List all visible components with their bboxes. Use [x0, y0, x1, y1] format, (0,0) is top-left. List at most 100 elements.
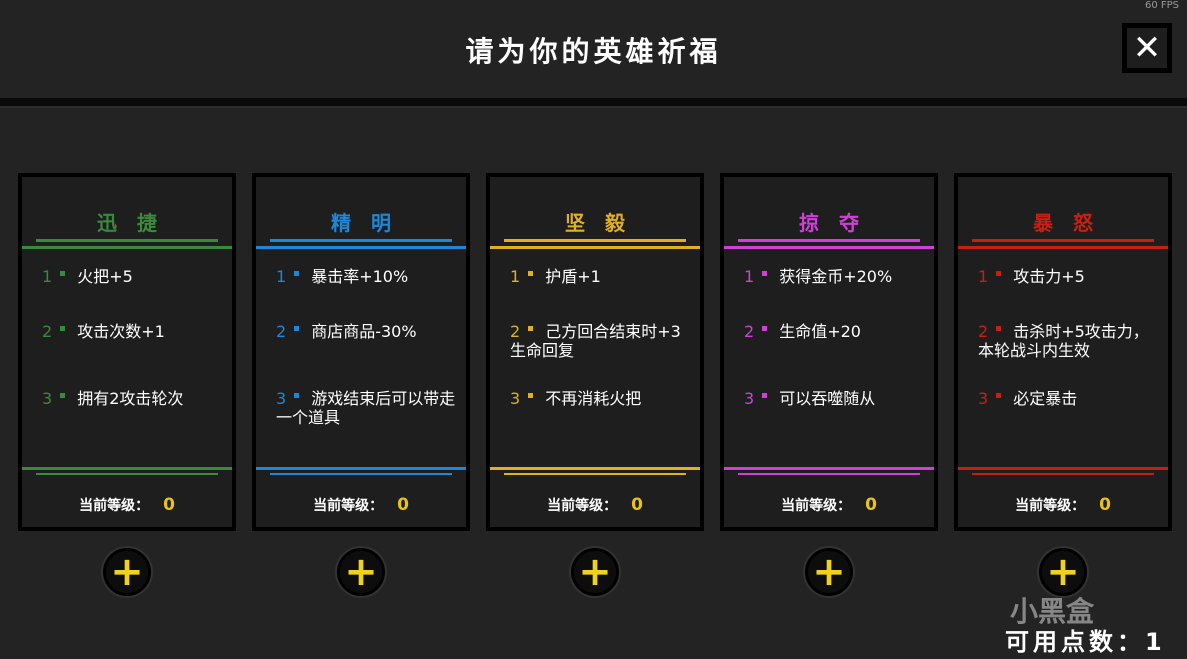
- bullet-icon: [762, 271, 768, 276]
- perk-number: 3: [978, 389, 989, 408]
- level-value: 0: [163, 495, 175, 515]
- bullet-icon: [294, 326, 300, 331]
- card-title: 暴怒: [1033, 211, 1113, 235]
- perk-item: 3 拥有2攻击轮次: [42, 389, 222, 408]
- add-point-button[interactable]: +: [337, 548, 385, 596]
- perk-item: 2 攻击次数+1: [42, 322, 222, 341]
- divider: [36, 473, 218, 475]
- perk-text: 拥有2攻击轮次: [77, 389, 184, 408]
- fps-counter: 60 FPS: [1144, 0, 1179, 11]
- perk-text: 可以吞噬随从: [779, 389, 876, 408]
- page-title: 请为你的英雄祈福: [465, 35, 722, 68]
- divider: [504, 239, 686, 242]
- divider: [738, 473, 920, 475]
- current-level: 当前等级：0: [256, 495, 466, 515]
- level-label: 当前等级：: [781, 498, 852, 514]
- perk-number: 1: [276, 267, 287, 286]
- card-title: 精明: [331, 211, 411, 235]
- plus-icon: +: [110, 549, 144, 595]
- level-label: 当前等级：: [79, 498, 150, 514]
- perk-text: 不再消耗火把: [545, 389, 642, 408]
- current-level: 当前等级： 0: [22, 495, 232, 515]
- card-title: 掠夺: [799, 211, 879, 235]
- level-value: 0: [631, 495, 643, 515]
- card-title: 迅捷: [97, 211, 177, 235]
- divider: [22, 246, 232, 249]
- perk-number: 3: [276, 389, 287, 408]
- divider: [490, 246, 700, 249]
- perk-number: 2: [978, 322, 989, 341]
- close-button[interactable]: ✕: [1122, 23, 1172, 73]
- perk-number: 2: [42, 322, 53, 341]
- perk-text: 攻击次数+1: [77, 322, 165, 341]
- level-label: 当前等级：: [1015, 498, 1086, 514]
- header-divider: [0, 98, 1187, 106]
- current-level: 当前等级： 0: [724, 495, 934, 515]
- divider: [256, 467, 466, 470]
- watermark-logo: 小黑盒: [1010, 595, 1095, 628]
- level-value: 0: [865, 495, 877, 515]
- available-points-label: 可用点数：: [1005, 628, 1145, 656]
- bullet-icon: [762, 393, 768, 398]
- divider: [490, 467, 700, 470]
- perk-text: 火把+5: [77, 267, 133, 286]
- divider: [256, 246, 466, 249]
- perk-number: 2: [276, 322, 287, 341]
- plus-icon: +: [812, 549, 846, 595]
- bullet-icon: [996, 393, 1002, 398]
- divider: [36, 239, 218, 242]
- divider: [724, 246, 934, 249]
- perk-item: 2 商店商品-30%: [276, 322, 456, 341]
- bullet-icon: [528, 393, 534, 398]
- add-point-button[interactable]: +: [1039, 548, 1087, 596]
- available-points: 可用点数：1: [1005, 630, 1166, 654]
- level-value: 0: [397, 495, 409, 515]
- divider: [972, 473, 1154, 475]
- perk-number: 3: [744, 389, 755, 408]
- add-point-button[interactable]: +: [805, 548, 853, 596]
- bullet-icon: [60, 271, 66, 276]
- add-point-button[interactable]: +: [103, 548, 151, 596]
- perk-number: 3: [42, 389, 53, 408]
- level-value: 0: [1099, 495, 1111, 515]
- divider: [270, 239, 452, 242]
- bullet-icon: [294, 393, 300, 398]
- level-label: 当前等级：: [547, 498, 618, 514]
- perk-text: 商店商品-30%: [311, 322, 417, 341]
- perk-text: 己方回合结束时+3生命回复: [510, 322, 681, 360]
- plus-icon: +: [1046, 549, 1080, 595]
- bullet-icon: [762, 326, 768, 331]
- bullet-icon: [528, 326, 534, 331]
- divider: [22, 467, 232, 470]
- divider: [972, 239, 1154, 242]
- perk-text: 击杀时+5攻击力，本轮战斗内生效: [978, 322, 1149, 360]
- header-divider-shadow: [0, 106, 1187, 108]
- bullet-icon: [60, 393, 66, 398]
- perk-number: 2: [510, 322, 521, 341]
- perk-number: 1: [978, 267, 989, 286]
- bullet-icon: [528, 271, 534, 276]
- add-point-button[interactable]: +: [571, 548, 619, 596]
- perk-item: 3 不再消耗火把: [510, 389, 690, 408]
- available-points-value: 1: [1145, 628, 1166, 656]
- perk-number: 1: [510, 267, 521, 286]
- perk-number: 3: [510, 389, 521, 408]
- divider: [504, 473, 686, 475]
- bullet-icon: [60, 326, 66, 331]
- perk-item: 3 可以吞噬随从: [744, 389, 924, 408]
- plus-icon: +: [344, 549, 378, 595]
- bullet-icon: [294, 271, 300, 276]
- current-level: 当前等级： 0: [490, 495, 700, 515]
